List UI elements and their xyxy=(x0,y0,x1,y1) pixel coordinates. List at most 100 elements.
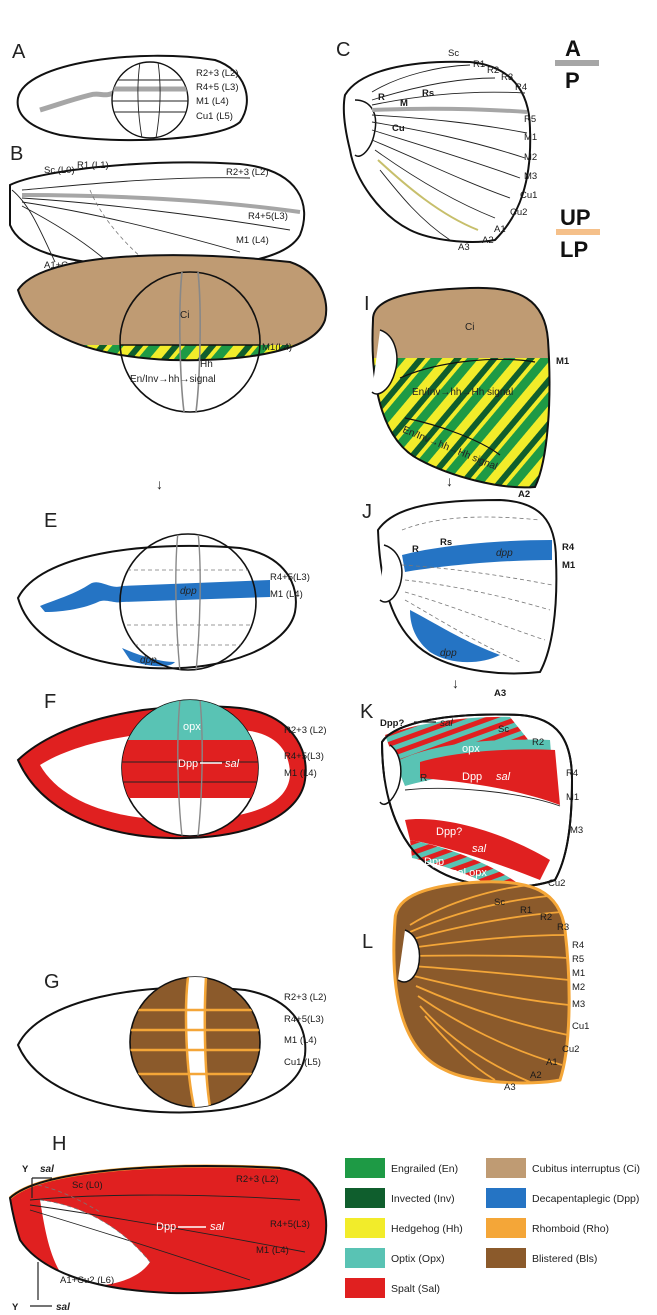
arrow-down-icon: ↓ xyxy=(452,675,459,691)
legend-swatch xyxy=(345,1188,385,1208)
dpp-label: Dpp xyxy=(156,1221,176,1233)
sal-label: sal xyxy=(40,1164,54,1175)
legend-swatch xyxy=(486,1188,526,1208)
legend-label: Rhomboid (Rho) xyxy=(532,1223,609,1235)
vein-label: Cu xyxy=(392,123,405,134)
vein-label: R5 xyxy=(572,954,584,965)
vein-label: R2+3 (L2) xyxy=(196,68,239,79)
panel-b: B Sc (L0) R1 (L1) R2+3 (L2) R4+5(L3) M1 … xyxy=(10,143,304,271)
vein-label: R4+5(L3) xyxy=(270,572,310,583)
vein-label: M2 xyxy=(524,152,537,163)
ci-label: Ci xyxy=(180,310,189,321)
vein-label: R1 xyxy=(473,59,485,70)
panel-h: H Y sal Y sal Dpp sal Sc (L0) R2+3 (L2) … xyxy=(10,1133,326,1313)
panel-f: F opx Dpp sal R2+3 (L2) R4+5(L3) M1 (L4) xyxy=(18,691,327,838)
vein-label: R4 xyxy=(562,542,575,553)
dpp-label: Dpp xyxy=(424,856,444,868)
vein-label: A1 xyxy=(546,1057,558,1068)
vein-label: A3 xyxy=(458,242,470,253)
dpp-label: Dpp xyxy=(178,758,198,770)
legend-swatch xyxy=(345,1218,385,1238)
ap-boundary-swatch xyxy=(555,60,599,66)
dpp-label: dpp xyxy=(180,586,197,597)
legend-swatch xyxy=(486,1248,526,1268)
sal-label: sal xyxy=(440,718,454,729)
sal-label: sal xyxy=(225,758,240,770)
opx-label: opx xyxy=(183,721,201,733)
vein-label: Cu2 xyxy=(510,207,527,218)
vein-label: R2 xyxy=(540,912,552,923)
vein-label: R2+3 (L2) xyxy=(284,992,327,1003)
panel-letter: I xyxy=(364,293,370,315)
dpp-label: Dpp xyxy=(462,771,482,783)
vein-label: Rs xyxy=(440,537,452,548)
panel-letter: G xyxy=(44,971,60,993)
legend-swatch xyxy=(345,1248,385,1268)
uplp-lower-label: LP xyxy=(560,237,588,262)
vein-label: R2 xyxy=(532,737,544,748)
pupal-wing-outline xyxy=(344,62,530,242)
vein-label: M1 (L4) xyxy=(284,768,317,779)
signal-label: En/Inv→hh→signal xyxy=(130,374,216,385)
dpp-question-label: Dpp? xyxy=(380,718,404,729)
legend-swatch xyxy=(486,1218,526,1238)
legend-label: Optix (Opx) xyxy=(391,1253,445,1265)
vein-label: R3 xyxy=(501,72,513,83)
sal-label: sal xyxy=(472,843,487,855)
panel-e: E dpp dpp R4+5(L3) M1 (L4) xyxy=(18,510,310,672)
vein-label: M3 xyxy=(570,825,583,836)
y-label: Y xyxy=(12,1302,19,1313)
vein-label: Cu1 (L5) xyxy=(284,1057,321,1068)
ap-anterior-label: A xyxy=(565,36,581,61)
signal-label: En/Inv→hh→Hh signal xyxy=(412,387,513,398)
vein-label: Cu2 xyxy=(562,1044,579,1055)
panel-letter: E xyxy=(44,510,57,532)
panel-a: A R2+3 (L2) R4+5 (L3) M1 (L4) Cu1 (L5) xyxy=(12,41,247,140)
vein-label: R2 xyxy=(487,65,499,76)
vein-label: R1 (L1) xyxy=(77,160,109,171)
legend-label: Cubitus interruptus (Ci) xyxy=(532,1163,640,1175)
vein-label: M1(L4) xyxy=(262,342,292,353)
panel-letter: J xyxy=(362,501,372,523)
y-label: Y xyxy=(22,1164,29,1175)
vein-label: M3 xyxy=(524,171,537,182)
panel-j: J R Rs dpp dpp R4 M1 A3 xyxy=(362,500,576,699)
uplp-boundary-swatch xyxy=(556,229,600,235)
vein-label: R5 xyxy=(524,114,536,125)
panel-c: C R M Rs Cu Sc R1 R2 R3 R4 R5 M1 M2 M3 C… xyxy=(336,39,537,253)
vein-label: M1 xyxy=(524,132,537,143)
vein-label: Sc xyxy=(448,48,459,59)
vein-label: A3 xyxy=(504,1082,516,1093)
legend-label: Blistered (Bls) xyxy=(532,1253,597,1265)
vein-label: M1 (L4) xyxy=(284,1035,317,1046)
vein-label: Cu1 (L5) xyxy=(196,111,233,122)
vein-label: M1 (L4) xyxy=(256,1245,289,1256)
hh-label: Hh xyxy=(200,359,213,370)
vein-label: Rs xyxy=(422,88,434,99)
panel-letter: K xyxy=(360,701,374,723)
vein-label: R xyxy=(412,544,419,555)
panel-letter: F xyxy=(44,691,56,713)
vein-label: R4 xyxy=(515,82,527,93)
sal-label: sal xyxy=(56,1302,70,1313)
legend-swatch xyxy=(486,1158,526,1178)
sal-opx-label: sal,opx xyxy=(452,867,487,879)
dpp-question-label: Dpp? xyxy=(436,826,462,838)
vein-label: R3 xyxy=(557,922,569,933)
vein-label: Cu1 xyxy=(572,1021,589,1032)
vein-label: R2+3 (L2) xyxy=(226,167,269,178)
panel-k: K Dpp? sal opx R Dpp sal Dpp? sal Dpp sa… xyxy=(360,701,583,909)
panel-letter: A xyxy=(12,41,26,63)
vein-label: Sc (L0) xyxy=(72,1180,103,1191)
vein-label: M1 (L4) xyxy=(270,589,303,600)
vein-label: Cu2 xyxy=(548,878,565,889)
vein-label: M3 xyxy=(572,999,585,1010)
sal-label: sal xyxy=(210,1221,225,1233)
vein-label: R4+5(L3) xyxy=(284,751,324,762)
vein-label: R4+5(L3) xyxy=(248,211,288,222)
vein-label: A1+Cu2 (L6) xyxy=(60,1275,114,1286)
legend-swatch xyxy=(345,1158,385,1178)
vein-label: A2 xyxy=(518,489,530,500)
vein-label: R xyxy=(378,92,385,103)
panel-letter: B xyxy=(10,143,23,165)
